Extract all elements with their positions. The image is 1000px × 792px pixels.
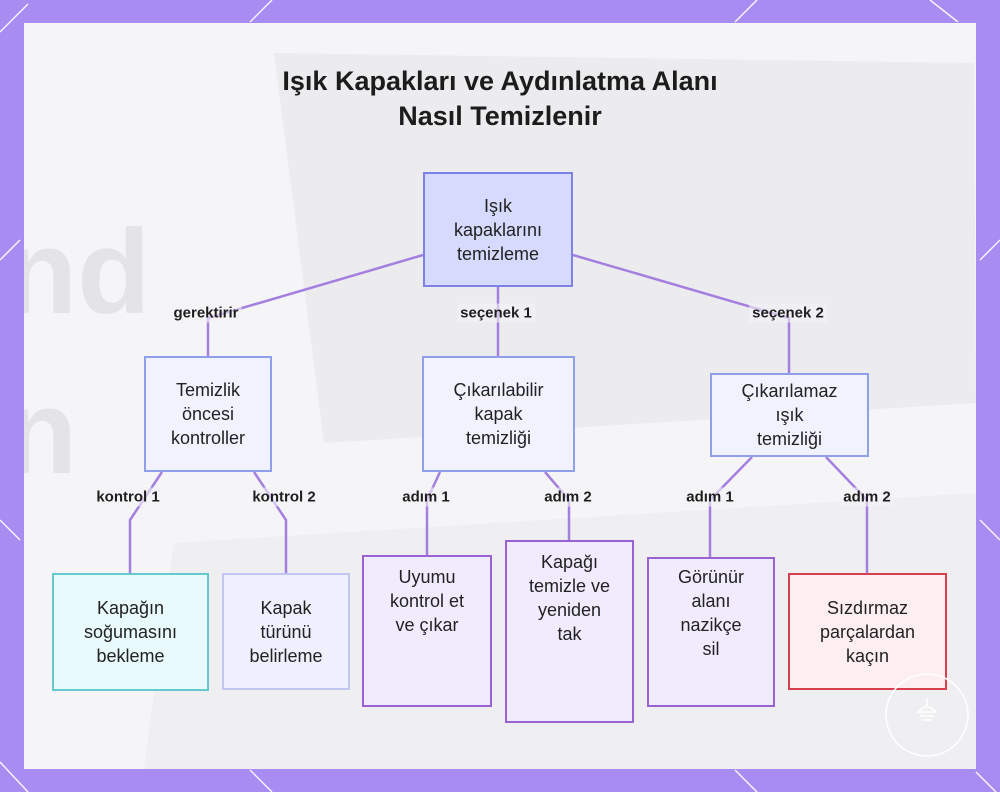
edge-label-option-1: seçenek 1 [457,303,535,323]
edge-label-step-1-removable: adım 1 [399,487,453,507]
lamp-logo-icon [885,673,969,757]
edge-label-requires: gerektirir [170,303,242,323]
edge-label-step-2-removable: adım 2 [541,487,595,507]
title-line-1: Işık Kapakları ve Aydınlatma Alanı [282,66,718,96]
svg-text:nd: nd [24,205,151,339]
edge-rem-remove [425,471,442,555]
edge-label-step-2-non-removable: adım 2 [840,487,894,507]
title-line-2: Nasıl Temizlenir [398,101,602,131]
diagram-title: Işık Kapakları ve Aydınlatma Alanı Nasıl… [0,64,1000,134]
edge-nonrem-visible [708,456,753,557]
edge-nonrem-avoid [825,456,869,573]
edge-label-check-1: kontrol 1 [93,487,163,507]
svg-text:n: n [24,365,77,499]
edge-label-check-2: kontrol 2 [249,487,319,507]
edge-label-option-2: seçenek 2 [749,303,827,323]
edge-label-step-1-non-removable: adım 1 [683,487,737,507]
